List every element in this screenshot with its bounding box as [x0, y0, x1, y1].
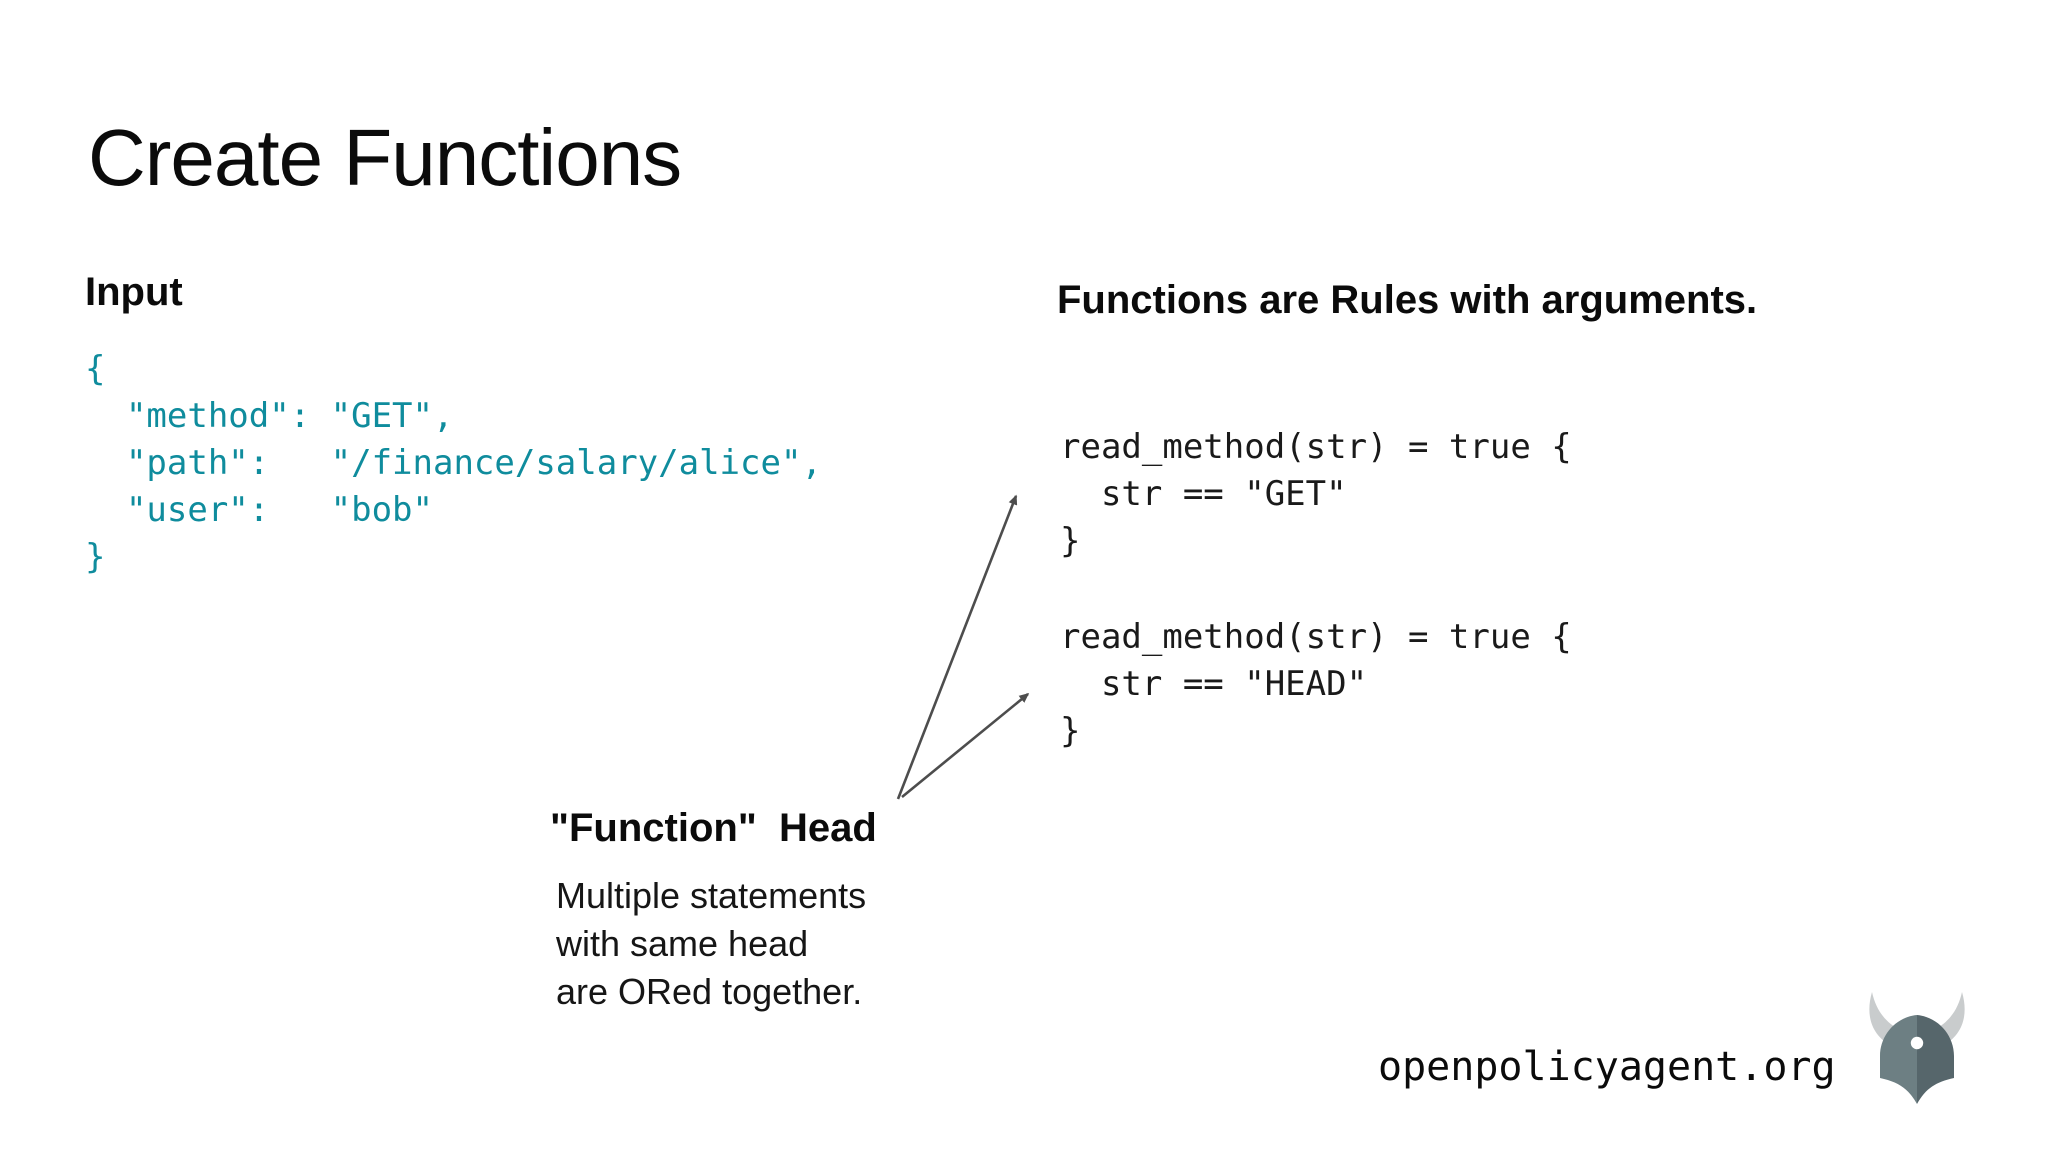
arrow-to-rule-2	[901, 692, 1030, 799]
logo-eye-dot	[1910, 1036, 1924, 1050]
rule-code-block-get: read_method(str) = true { str == "GET" }	[1060, 427, 1572, 561]
input-heading: Input	[85, 270, 183, 314]
input-json-code: { "method": "GET", "path": "/finance/sal…	[85, 349, 822, 577]
opa-viking-helmet-icon	[1869, 992, 1965, 1104]
footer-url: openpolicyagent.org	[1378, 1044, 1836, 1090]
rules-heading: Functions are Rules with arguments.	[1057, 278, 1758, 322]
logo-helmet-right	[1917, 1015, 1954, 1104]
function-head-label: "Function" Head	[550, 806, 877, 850]
rule-code-block-head: read_method(str) = true { str == "HEAD" …	[1060, 617, 1572, 751]
logo-helmet-left	[1880, 1015, 1917, 1104]
arrow-to-rule-1	[896, 494, 1018, 800]
slide-title: Create Functions	[88, 113, 682, 202]
ored-together-note: Multiple statements with same head are O…	[556, 875, 867, 1012]
